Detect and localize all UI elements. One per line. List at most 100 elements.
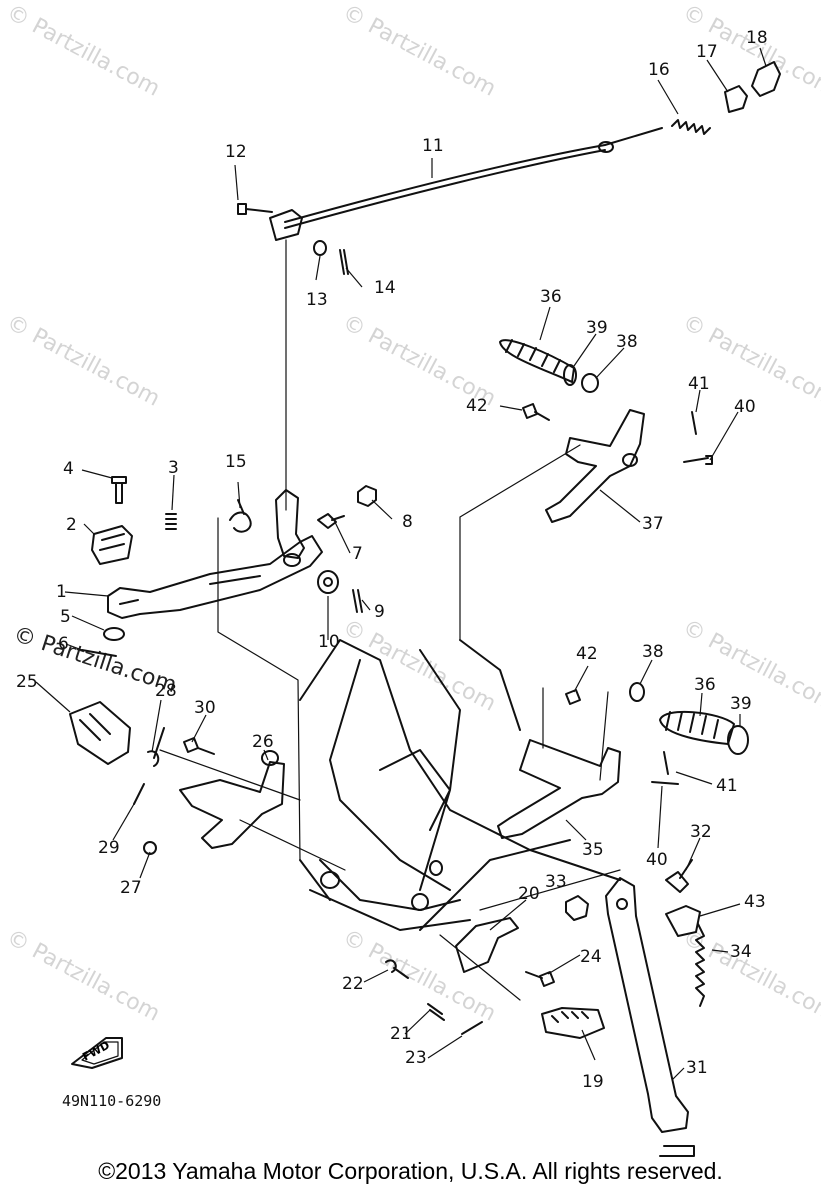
cable-end <box>598 141 614 153</box>
fwd-arrow <box>71 1037 123 1069</box>
bolt-4 <box>111 476 127 504</box>
nut-8 <box>357 485 377 507</box>
callout-31: 31 <box>686 1058 708 1078</box>
callout-42-lower: 42 <box>576 644 598 664</box>
callout-39-upper: 39 <box>586 318 608 338</box>
callout-40-upper: 40 <box>734 397 756 417</box>
callout-14: 14 <box>374 278 396 298</box>
callout-3: 3 <box>168 458 179 478</box>
pin-6 <box>81 649 117 657</box>
diagram-code: 49N110-6290 <box>62 1092 162 1110</box>
callout-30: 30 <box>194 698 216 718</box>
callout-9: 9 <box>374 602 385 622</box>
callout-1: 1 <box>56 582 67 602</box>
callout-41-lower: 41 <box>716 776 738 796</box>
pin-28 <box>147 727 165 767</box>
callout-20: 20 <box>518 884 540 904</box>
pin-41b <box>663 751 669 775</box>
bolt-24 <box>525 971 555 987</box>
callout-24: 24 <box>580 947 602 967</box>
callout-35: 35 <box>582 840 604 860</box>
footpeg-rubber-36b <box>659 710 735 745</box>
callout-23: 23 <box>405 1048 427 1068</box>
bolt-12 <box>237 203 273 215</box>
spring-34 <box>695 923 705 1007</box>
spring-16 <box>671 119 711 135</box>
washer-5 <box>103 627 125 641</box>
callout-18: 18 <box>746 28 768 48</box>
nut-33 <box>565 895 589 921</box>
washer-38b <box>629 682 645 702</box>
bolt-7 <box>317 513 345 529</box>
callout-36-lower: 36 <box>694 675 716 695</box>
copyright-notice: ©2013 Yamaha Motor Corporation, U.S.A. A… <box>98 1158 723 1184</box>
brake-cable <box>284 127 663 223</box>
callout-34: 34 <box>730 942 752 962</box>
footpeg-rubber-36 <box>499 339 575 383</box>
callout-5: 5 <box>60 607 71 627</box>
footpeg-bracket-37 <box>545 409 645 523</box>
pedal-tip-2 <box>91 525 133 565</box>
callout-28: 28 <box>155 681 177 701</box>
callout-11: 11 <box>422 136 444 156</box>
pin-9 <box>352 589 363 613</box>
callout-39-lower: 39 <box>730 694 752 714</box>
callout-27: 27 <box>120 878 142 898</box>
washer-13 <box>313 240 327 256</box>
spring-3 <box>165 513 177 530</box>
cotter-27 <box>143 841 157 855</box>
sidestand-31 <box>605 877 689 1133</box>
callout-17: 17 <box>696 42 718 62</box>
callout-33: 33 <box>545 872 567 892</box>
frame <box>299 639 621 911</box>
callout-42-upper: 42 <box>466 396 488 416</box>
pin-14 <box>339 249 349 275</box>
callout-32: 32 <box>690 822 712 842</box>
callout-15: 15 <box>225 452 247 472</box>
brake-pedal <box>107 535 323 619</box>
bolt-40 <box>683 455 713 465</box>
footrest-bracket-20 <box>455 917 519 973</box>
clevis <box>269 209 303 241</box>
bolt-30 <box>183 737 215 755</box>
callout-2: 2 <box>66 515 77 535</box>
cap-39 <box>563 364 577 386</box>
plate-43 <box>665 905 701 937</box>
callout-12: 12 <box>225 142 247 162</box>
washer-10 <box>317 570 339 594</box>
spring-15 <box>229 499 252 533</box>
pin-23 <box>461 1021 483 1035</box>
callout-43: 43 <box>744 892 766 912</box>
callout-13: 13 <box>306 290 328 310</box>
bolt-40b <box>651 781 679 785</box>
callout-16: 16 <box>648 60 670 80</box>
callout-29: 29 <box>98 838 120 858</box>
callout-19: 19 <box>582 1072 604 1092</box>
callout-21: 21 <box>390 1024 412 1044</box>
callout-4: 4 <box>63 459 74 479</box>
callout-41-upper: 41 <box>688 374 710 394</box>
callout-26: 26 <box>252 732 274 752</box>
footrest-bracket-26 <box>179 761 285 849</box>
callout-38-upper: 38 <box>616 332 638 352</box>
bolt-42b <box>565 689 581 705</box>
footrest-19 <box>541 1007 605 1039</box>
callout-25: 25 <box>16 672 38 692</box>
footrest-25 <box>69 701 131 765</box>
nut-17 <box>724 85 748 113</box>
callout-6: 6 <box>58 634 69 654</box>
footpeg-bracket-35 <box>497 739 621 839</box>
callout-7: 7 <box>352 544 363 564</box>
callout-38-lower: 38 <box>642 642 664 662</box>
callout-8: 8 <box>402 512 413 532</box>
spring-21 <box>427 1003 445 1021</box>
pin-41 <box>691 411 697 435</box>
pin-22 <box>385 959 409 979</box>
cap-39b <box>727 725 749 755</box>
callout-10: 10 <box>318 632 340 652</box>
callout-22: 22 <box>342 974 364 994</box>
washer-38 <box>581 373 599 393</box>
bolt-42 <box>522 403 550 421</box>
